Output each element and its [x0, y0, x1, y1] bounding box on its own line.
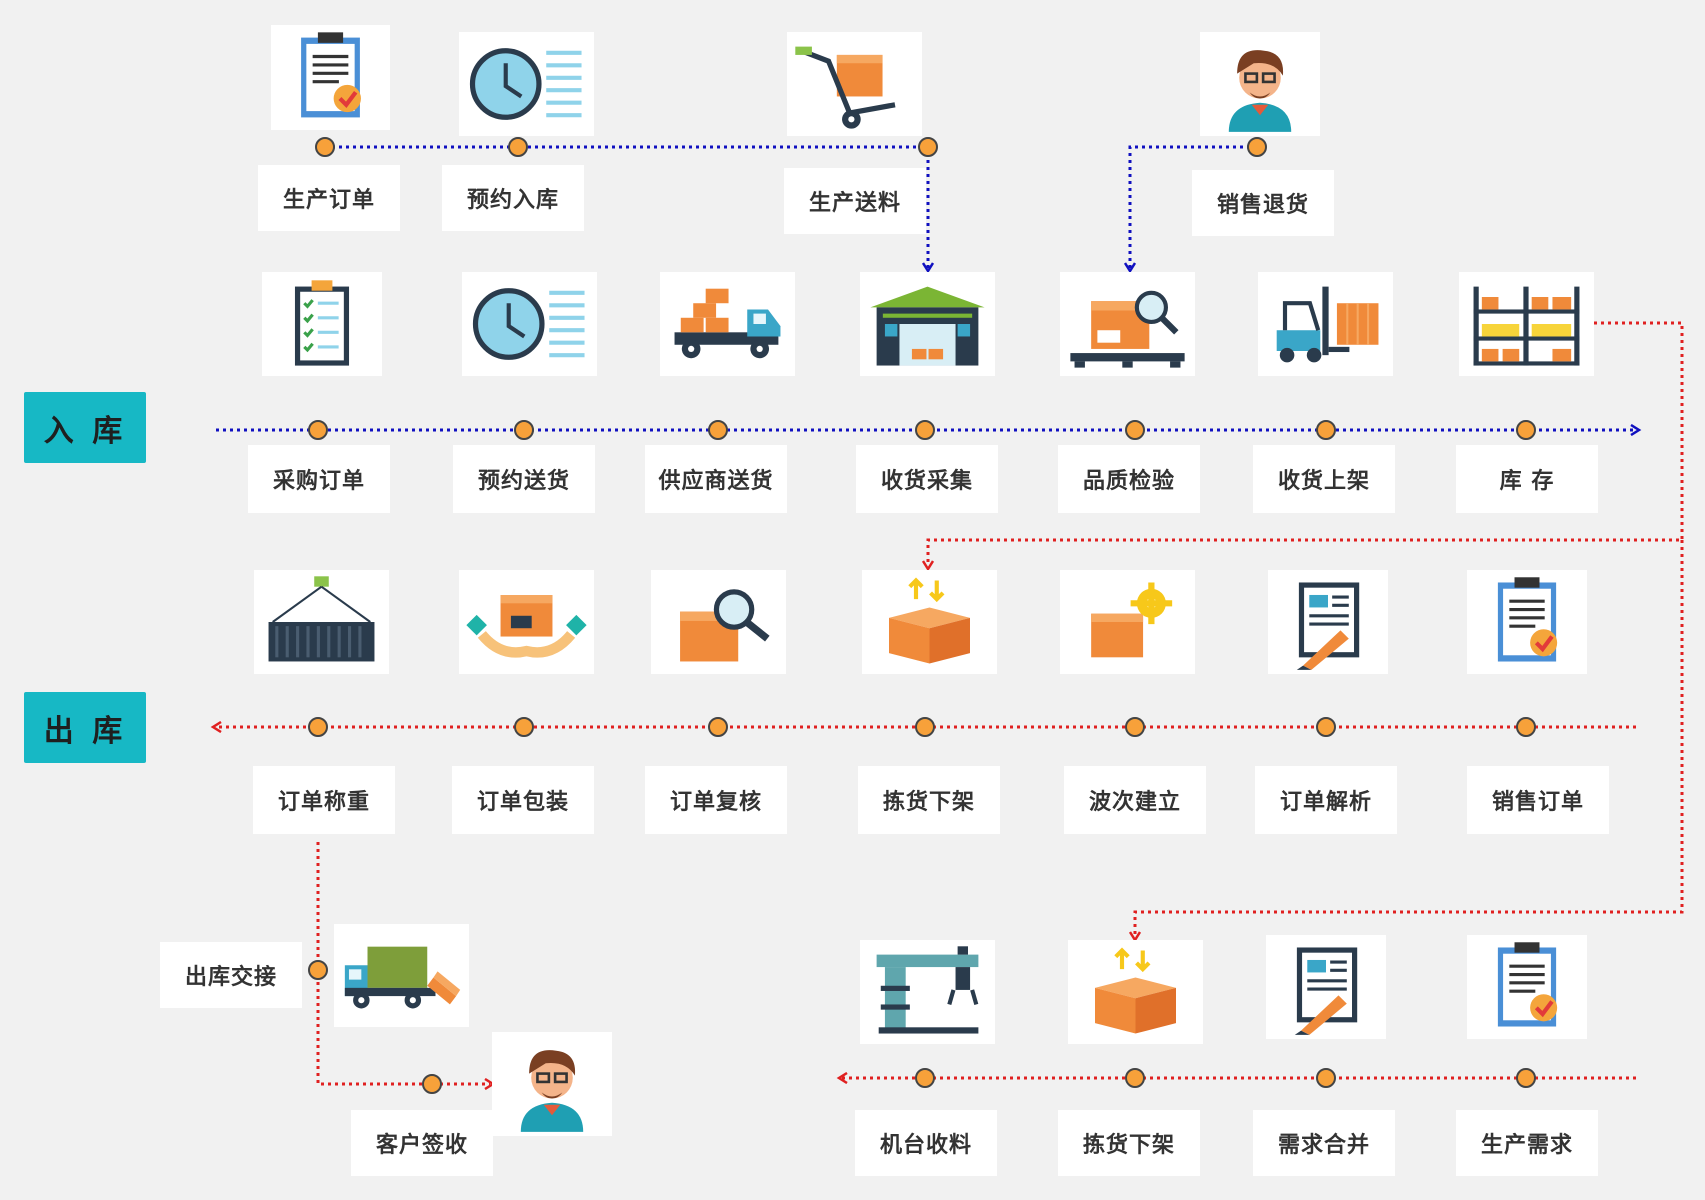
- box-gear-icon: [1060, 570, 1195, 674]
- label-inventory: 库 存: [1456, 445, 1598, 513]
- node-in-6: [1316, 420, 1336, 440]
- node-out-1: [308, 717, 328, 737]
- label-purchase-order: 采购订单: [248, 445, 390, 513]
- node-handover-2: [422, 1074, 442, 1094]
- label-sales-order: 销售订单: [1467, 766, 1609, 834]
- storage-shelf-icon: [1459, 272, 1594, 376]
- document-edit-icon: [1266, 935, 1386, 1039]
- label-order-packing: 订单包装: [452, 766, 594, 834]
- label-demand-merge: 需求合并: [1253, 1110, 1395, 1176]
- label-production-order: 生产订单: [258, 165, 400, 231]
- clock-list-icon: [459, 32, 594, 136]
- package-hands-icon: [459, 570, 594, 674]
- package-search-icon: [651, 570, 786, 674]
- shipping-truck-icon: [334, 924, 469, 1027]
- label-receiving-capture: 收货采集: [856, 445, 998, 513]
- customer-avatar-icon: [1200, 32, 1320, 136]
- node-top-1: [315, 137, 335, 157]
- node-prod-2: [1125, 1068, 1145, 1088]
- forklift-icon: [1258, 272, 1393, 376]
- node-out-2: [514, 717, 534, 737]
- return-flow-line: [1130, 145, 1257, 268]
- label-picking: 拣货下架: [858, 766, 1000, 834]
- node-out-3: [708, 717, 728, 737]
- label-order-review: 订单复核: [645, 766, 787, 834]
- node-prod-3: [1316, 1068, 1336, 1088]
- label-order-weighing: 订单称重: [253, 766, 395, 834]
- open-box-icon: [862, 570, 997, 674]
- node-out-6: [1316, 717, 1336, 737]
- hand-truck-icon: [787, 32, 922, 136]
- clipboard-check-icon: [1467, 935, 1587, 1039]
- label-customer-signoff: 客户签收: [351, 1110, 493, 1176]
- node-top-2: [508, 137, 528, 157]
- node-out-4: [915, 717, 935, 737]
- node-in-4: [915, 420, 935, 440]
- clipboard-check-icon: [271, 25, 390, 130]
- clipboard-check-icon: [1467, 570, 1587, 674]
- node-in-1: [308, 420, 328, 440]
- node-top-4: [1247, 137, 1267, 157]
- label-production-demand: 生产需求: [1456, 1110, 1598, 1176]
- label-quality-inspection: 品质检验: [1058, 445, 1200, 513]
- node-out-7: [1516, 717, 1536, 737]
- node-top-3: [918, 137, 938, 157]
- warehouse-icon: [860, 272, 995, 376]
- node-handover-1: [308, 960, 328, 980]
- node-in-5: [1125, 420, 1145, 440]
- outbound-section-badge: 出 库: [24, 692, 146, 763]
- label-putaway: 收货上架: [1253, 445, 1395, 513]
- stock-to-production-line: [1135, 540, 1684, 937]
- label-outbound-handover: 出库交接: [160, 942, 302, 1008]
- checklist-icon: [262, 272, 382, 376]
- node-out-5: [1125, 717, 1145, 737]
- label-wave-creation: 波次建立: [1064, 766, 1206, 834]
- customer-avatar-icon: [492, 1032, 612, 1136]
- label-appointment-delivery: 预约送货: [453, 445, 595, 513]
- label-supplier-delivery: 供应商送货: [645, 445, 787, 513]
- node-in-2: [514, 420, 534, 440]
- inbound-section-badge: 入 库: [24, 392, 146, 463]
- label-sales-return: 销售退货: [1192, 170, 1334, 236]
- node-in-7: [1516, 420, 1536, 440]
- label-production-picking: 拣货下架: [1058, 1110, 1200, 1176]
- label-appointment-inbound: 预约入库: [442, 165, 584, 231]
- document-edit-icon: [1268, 570, 1388, 674]
- delivery-truck-icon: [660, 272, 795, 376]
- label-machine-receiving: 机台收料: [855, 1110, 997, 1176]
- clock-list-icon: [462, 272, 597, 376]
- inspection-icon: [1060, 272, 1195, 376]
- open-box-icon: [1068, 940, 1203, 1044]
- stock-to-outbound-line: [928, 321, 1684, 566]
- label-order-parsing: 订单解析: [1255, 766, 1397, 834]
- node-prod-4: [1516, 1068, 1536, 1088]
- node-prod-1: [915, 1068, 935, 1088]
- label-production-feeding: 生产送料: [784, 168, 926, 234]
- machine-arm-icon: [860, 940, 995, 1044]
- node-in-3: [708, 420, 728, 440]
- container-crane-icon: [254, 570, 389, 674]
